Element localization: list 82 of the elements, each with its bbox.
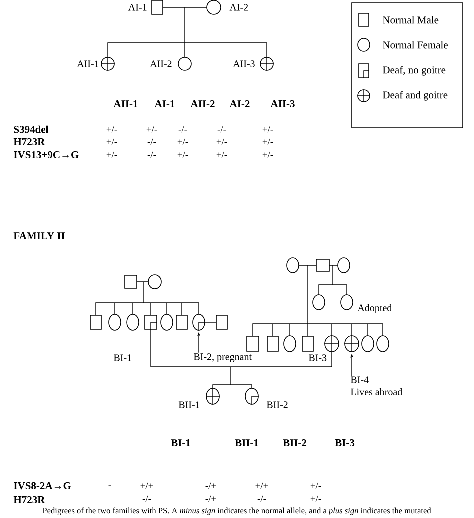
- circle-symbol: [284, 336, 296, 352]
- crossed-circle-symbol: [344, 335, 360, 353]
- pedigree-line: [150, 330, 332, 388]
- column-header: AI-1: [154, 100, 175, 108]
- square-symbol: [246, 336, 260, 352]
- column-header: BI-3: [335, 439, 355, 447]
- legend-label: Deaf, no goitre: [383, 66, 446, 76]
- person-label: BII-1: [178, 402, 200, 408]
- person-label: AII-2: [150, 60, 172, 68]
- circle-symbol: [108, 314, 122, 331]
- circle-symbol: [148, 274, 162, 290]
- row-label: IVS8-2A→G: [14, 482, 72, 490]
- table-cell: +/-: [106, 152, 118, 158]
- square-symbol: [216, 315, 228, 330]
- legend-label: Normal Male: [383, 16, 439, 24]
- circle-symbol: [160, 314, 174, 331]
- circle-symbol: [362, 336, 374, 352]
- square-symbol: [124, 275, 138, 289]
- row-label: H723R: [14, 496, 46, 504]
- legend-label: Deaf and goitre: [383, 91, 448, 101]
- person-label: AII-3: [233, 60, 255, 68]
- pedigree-line: [96, 282, 200, 316]
- quartered-circle-symbol: [192, 314, 206, 332]
- row-label: IVS13+9C→G: [14, 151, 79, 159]
- pedigree-line: [108, 7, 268, 58]
- person-label: AI-2: [230, 4, 248, 11]
- table-cell: -/-: [148, 138, 156, 146]
- person-label: AII-1: [77, 60, 99, 68]
- square-symbol: [316, 259, 330, 272]
- table-cell: +/-: [310, 496, 322, 502]
- circle-symbol: [312, 294, 326, 310]
- table-cell: +/-: [310, 482, 322, 490]
- pedigree-line: [252, 265, 384, 336]
- person-label: BII-2: [266, 402, 288, 408]
- caption: Pedigrees of the two families with PS. A minus sign indicates the normal allele, and a plus sign indicates the mutated: [42, 508, 432, 516]
- table-cell: -/+: [206, 496, 216, 502]
- square-symbol: [302, 336, 314, 352]
- table-cell: +/-: [262, 152, 274, 158]
- table-cell: +/-: [178, 138, 188, 146]
- circle-symbol: [286, 258, 300, 274]
- table-cell: +/-: [106, 126, 118, 133]
- circle-symbol: [126, 314, 140, 331]
- table-cell: +/-: [216, 138, 228, 146]
- person-label: Adopted: [358, 304, 392, 314]
- column-header: AII-2: [190, 100, 215, 108]
- table-cell: +/-: [146, 126, 158, 133]
- column-header: BI-1: [171, 440, 190, 446]
- person-label: BI-1: [114, 354, 132, 362]
- person-label: BI-4: [350, 376, 369, 384]
- table-cell: -/-: [218, 126, 226, 133]
- column-header: BII-2: [283, 440, 306, 446]
- table-cell: +/-: [262, 126, 274, 133]
- person-label: BI-3: [308, 354, 327, 362]
- person-label: AI-1: [128, 4, 147, 11]
- circle-symbol: [376, 336, 390, 352]
- pedigree-line: [318, 265, 348, 295]
- row-label: H723R: [14, 138, 46, 146]
- pedigree-line: [205, 322, 216, 323]
- table-cell: +/+: [256, 482, 268, 490]
- table-cell: -/+: [206, 482, 216, 490]
- column-header: AII-3: [270, 100, 295, 108]
- table-cell: -/-: [142, 496, 152, 502]
- table-cell: +/-: [178, 152, 188, 158]
- column-header: BII-1: [235, 440, 258, 446]
- row-label: S394del: [14, 126, 49, 134]
- person-label: BI-2, pregnant: [194, 354, 252, 362]
- square-symbol: [267, 336, 279, 352]
- column-header: AII-1: [114, 100, 138, 108]
- table-cell: -/-: [148, 152, 156, 158]
- table-cell: -/-: [258, 496, 266, 502]
- table-cell: +/-: [106, 138, 118, 146]
- legend-label: Normal Female: [383, 41, 448, 49]
- circle-symbol: [338, 258, 350, 274]
- section-heading: FAMILY II: [14, 232, 65, 240]
- note-text: Lives abroad: [350, 388, 402, 396]
- table-cell: +/+: [140, 482, 154, 490]
- table-cell: +/-: [216, 152, 228, 158]
- table-cell: +/-: [262, 138, 274, 146]
- square-symbol: [90, 315, 102, 330]
- square-symbol: [176, 315, 188, 330]
- table-cell: -/-: [178, 126, 188, 133]
- column-header: AI-2: [230, 100, 250, 108]
